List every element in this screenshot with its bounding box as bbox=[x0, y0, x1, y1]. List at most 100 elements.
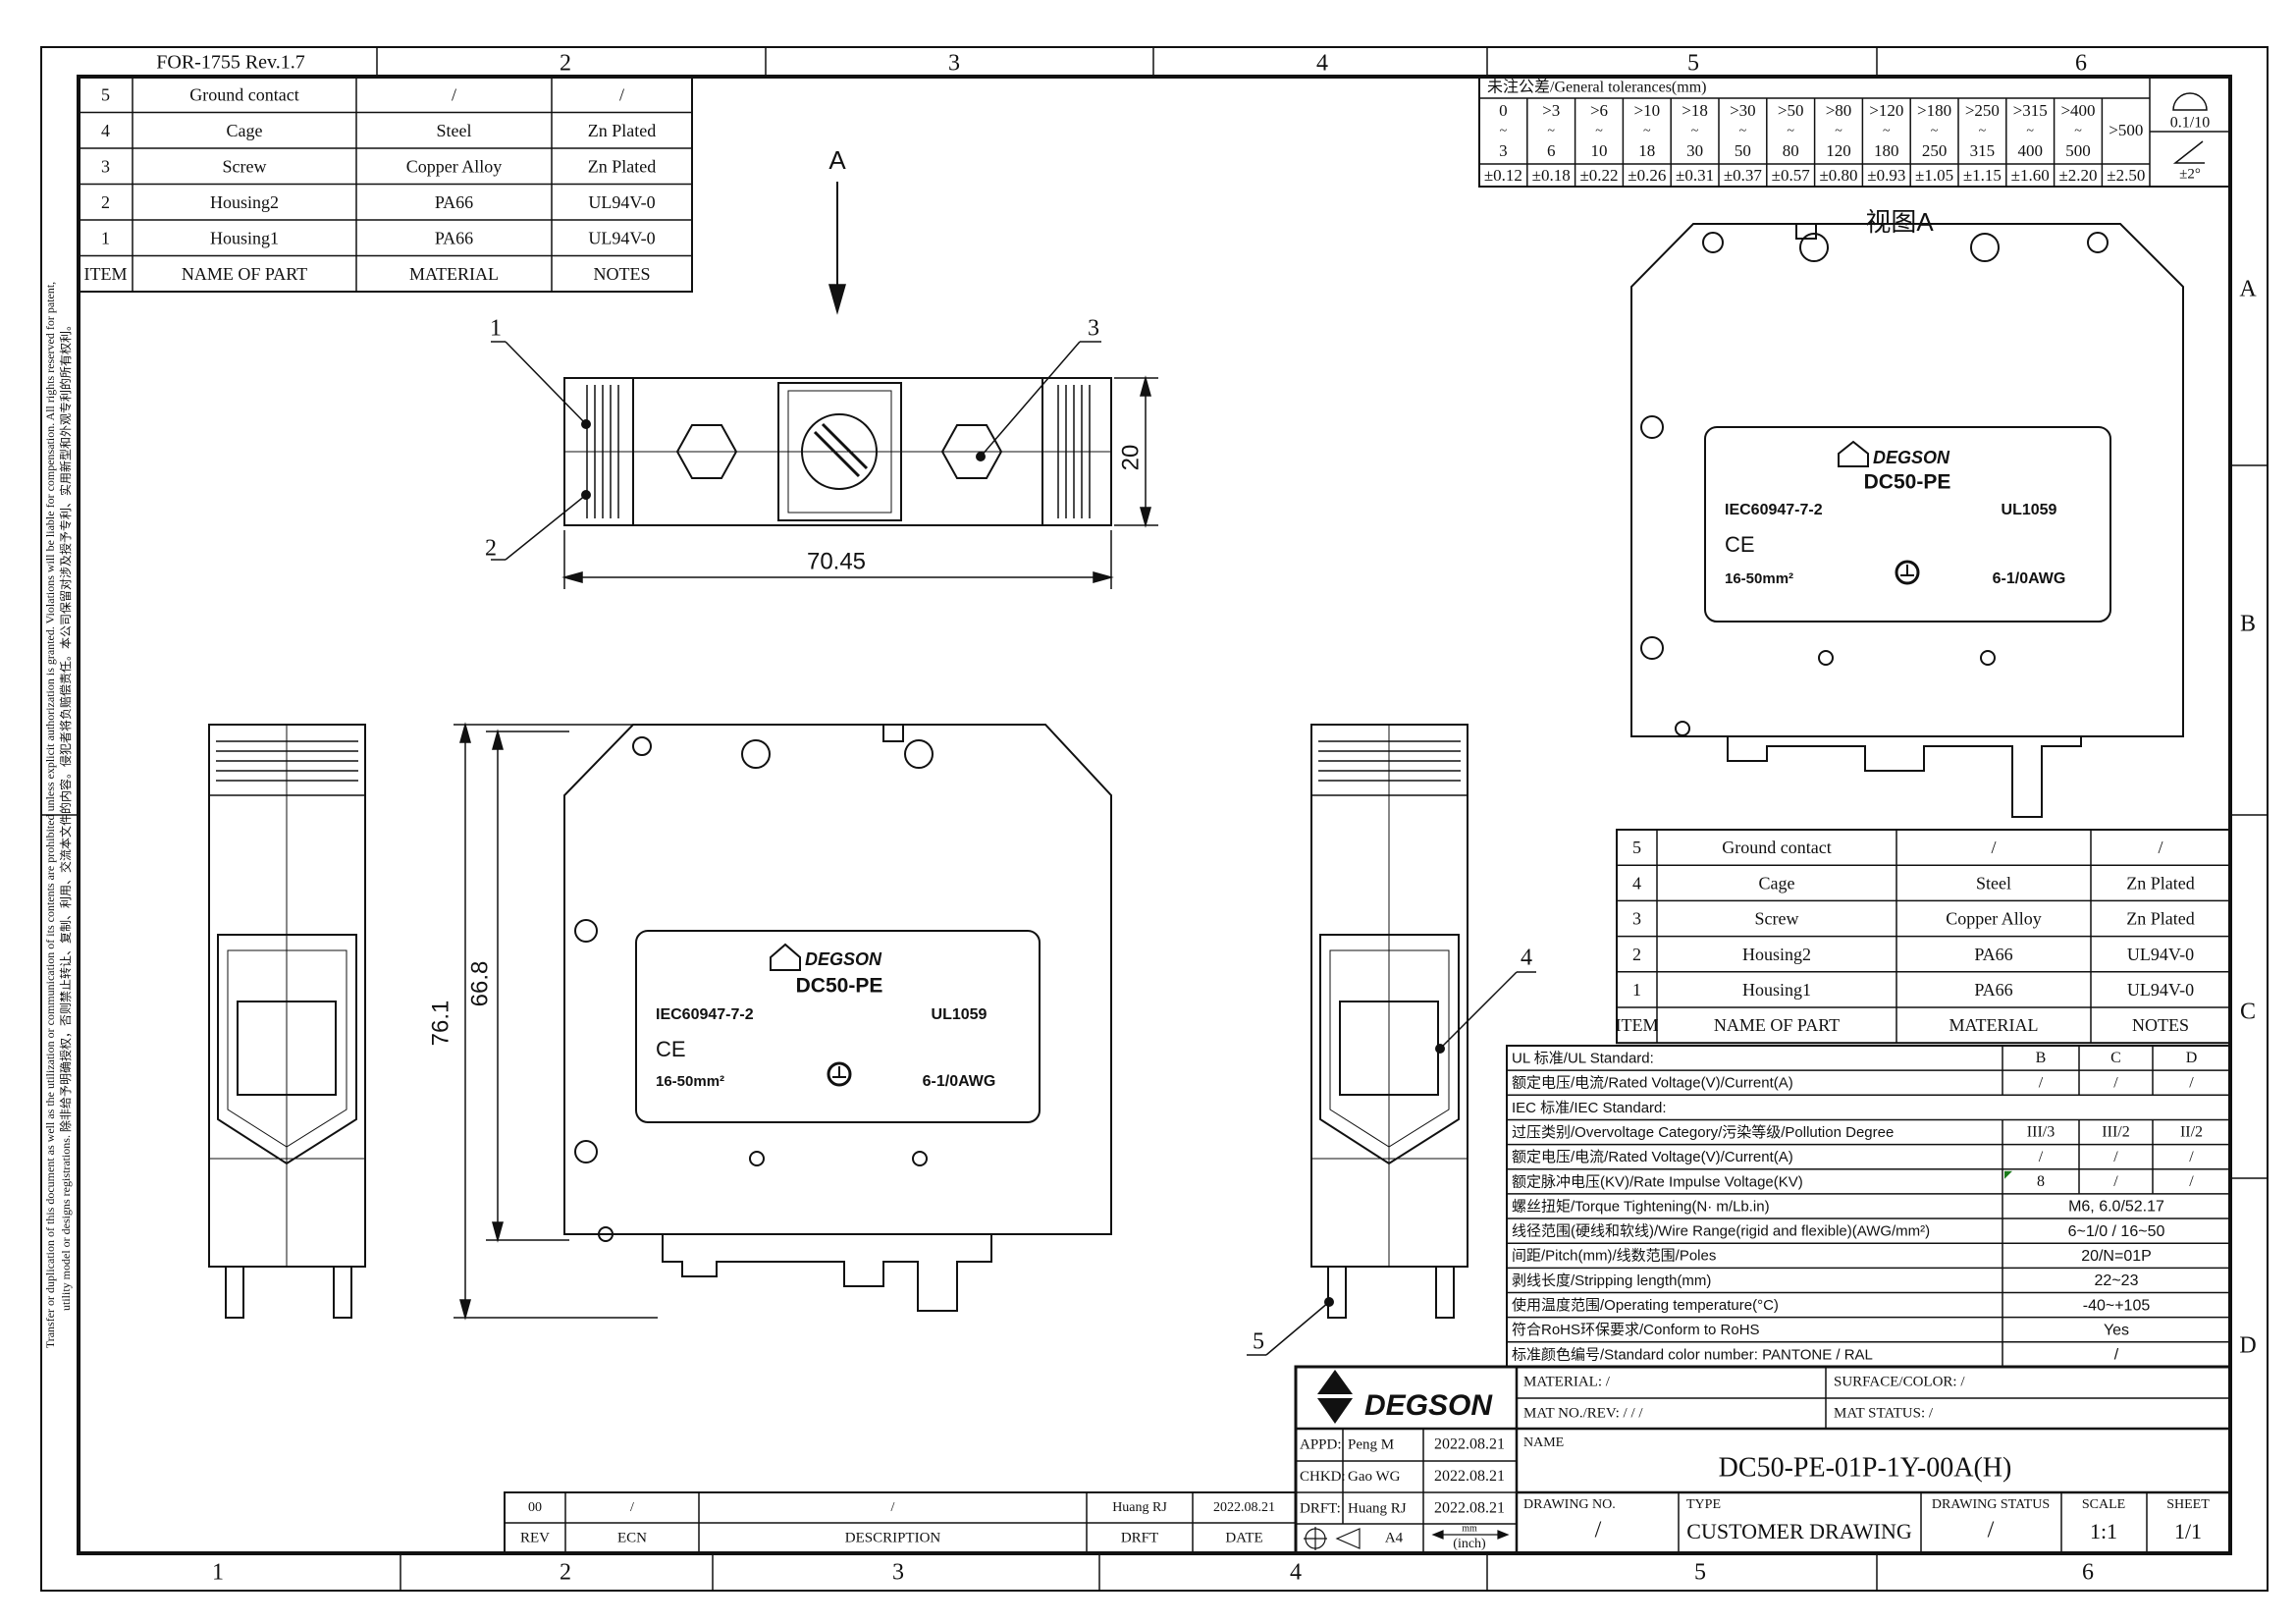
name-label: NAME bbox=[1523, 1435, 1564, 1450]
spec-value: / bbox=[2039, 1149, 2044, 1165]
parts-cell: Housing2 bbox=[210, 192, 279, 212]
dimension-height-total: 76.1 bbox=[427, 1001, 454, 1047]
tolerance-range-from: >3 bbox=[1542, 101, 1560, 120]
revision-header: DESCRIPTION bbox=[845, 1530, 941, 1545]
tolerance-range-sep: ~ bbox=[1979, 124, 1987, 138]
parts-cell: 5 bbox=[101, 84, 110, 104]
parts-cell: 5 bbox=[1632, 838, 1641, 857]
tolerance-value: ±0.57 bbox=[1772, 166, 1811, 185]
plate-iec: IEC60947-7-2 bbox=[1725, 502, 1823, 518]
revision-cell: / bbox=[891, 1500, 895, 1515]
dimension-lines bbox=[454, 182, 1536, 1356]
parts-cell: Copper Alloy bbox=[1946, 909, 2042, 929]
zone-label-bottom: 6 bbox=[2082, 1560, 2094, 1586]
plate-model: DC50-PE bbox=[1864, 471, 1951, 494]
sheet: 1/1 bbox=[2174, 1519, 2202, 1543]
plate-ce: CE bbox=[656, 1037, 686, 1061]
parts-cell: PA66 bbox=[1974, 945, 2012, 964]
tolerance-range-to: 80 bbox=[1783, 141, 1799, 160]
tolerance-range-to: 120 bbox=[1826, 141, 1851, 160]
parts-cell: Steel bbox=[1976, 873, 2011, 893]
surface-color: SURFACE/COLOR: / bbox=[1834, 1374, 1965, 1389]
spec-value: / bbox=[2189, 1173, 2194, 1190]
tolerance-range-to: 500 bbox=[2065, 141, 2091, 160]
drawing-no: / bbox=[1595, 1518, 1602, 1543]
zone-label-top: 5 bbox=[1687, 51, 1699, 77]
revision-cell: 2022.08.21 bbox=[1213, 1500, 1275, 1515]
copyright-notice: Transfer or duplication of this document… bbox=[43, 282, 57, 1348]
tolerance-range-sep: ~ bbox=[1691, 124, 1699, 138]
left-side-view bbox=[208, 724, 366, 1319]
parts-header: ITEM bbox=[1616, 1015, 1659, 1035]
front-view bbox=[563, 724, 1112, 1312]
parts-cell: / bbox=[1991, 838, 1996, 857]
parts-cell: Screw bbox=[223, 156, 267, 176]
revision-header: DRFT bbox=[1121, 1530, 1158, 1545]
tolerance-range-sep: ~ bbox=[1643, 124, 1651, 138]
zone-label-top: 6 bbox=[2075, 51, 2087, 77]
revision-header: ECN bbox=[617, 1530, 647, 1545]
plate-ul: UL1059 bbox=[2002, 502, 2057, 518]
parts-header: MATERIAL bbox=[1949, 1015, 2039, 1035]
dimension-height-body: 66.8 bbox=[466, 961, 493, 1007]
callout-4: 4 bbox=[1521, 946, 1532, 971]
spec-value: / bbox=[2039, 1074, 2044, 1091]
tolerance-range-from: >120 bbox=[1869, 101, 1903, 120]
dimension-width: 70.45 bbox=[807, 548, 866, 574]
spec-value: / bbox=[2189, 1074, 2194, 1091]
tolerance-value: ±0.93 bbox=[1867, 166, 1905, 185]
right-side-view bbox=[1310, 724, 1468, 1319]
spec-label: 使用温度范围/Operating temperature(°C) bbox=[1512, 1297, 1779, 1314]
unit-arrow-icon bbox=[1431, 1530, 1510, 1540]
part-name: DC50-PE-01P-1Y-00A(H) bbox=[1719, 1452, 2012, 1483]
parts-cell: UL94V-0 bbox=[588, 228, 655, 247]
approval-date: 2022.08.21 bbox=[1434, 1436, 1505, 1453]
spec-value: 22~23 bbox=[2095, 1272, 2139, 1289]
parts-cell: UL94V-0 bbox=[2127, 980, 2194, 1000]
tolerance-range-from: >50 bbox=[1778, 101, 1804, 120]
parts-cell: Zn Plated bbox=[2126, 873, 2195, 893]
degson-logo-icon bbox=[1317, 1370, 1353, 1394]
material: MATERIAL: / bbox=[1523, 1374, 1611, 1389]
spec-value: Yes bbox=[2104, 1322, 2129, 1338]
parts-cell: 1 bbox=[1632, 980, 1641, 1000]
tolerance-range-sep: ~ bbox=[1739, 124, 1747, 138]
tolerance-value: ±0.26 bbox=[1628, 166, 1666, 185]
paper-size: A4 bbox=[1385, 1530, 1404, 1545]
parts-cell: Ground contact bbox=[1722, 838, 1831, 857]
zone-label-bottom: 2 bbox=[560, 1560, 571, 1586]
tolerance-value: ±0.80 bbox=[1819, 166, 1857, 185]
tolerance-title: 未注公差/General tolerances(mm) bbox=[1487, 79, 1706, 96]
parts-cell: 2 bbox=[101, 192, 110, 212]
spec-value: 8 bbox=[2037, 1173, 2045, 1190]
tolerance-range-to: 400 bbox=[2017, 141, 2043, 160]
tolerance-range-sep: ~ bbox=[1835, 124, 1842, 138]
parts-cell: PA66 bbox=[435, 228, 473, 247]
plate-model: DC50-PE bbox=[796, 975, 883, 998]
title-block-border bbox=[1294, 1365, 2232, 1555]
parts-cell: Steel bbox=[437, 121, 472, 140]
parts-cell: Zn Plated bbox=[588, 121, 657, 140]
title-logo: DEGSON bbox=[1364, 1389, 1493, 1422]
revision-cell: / bbox=[630, 1500, 634, 1515]
view-a-title: 视图A bbox=[1865, 207, 1934, 237]
plate-mm2: 16-50mm² bbox=[656, 1073, 724, 1090]
approval-name: Peng M bbox=[1348, 1436, 1394, 1452]
approval-role: DRFT: bbox=[1300, 1500, 1341, 1516]
spec-label: 间距/Pitch(mm)/线数范围/Poles bbox=[1512, 1248, 1716, 1265]
tolerance-range-from: >180 bbox=[1917, 101, 1951, 120]
zone-label-right: D bbox=[2239, 1333, 2256, 1359]
zone-label-top: 2 bbox=[560, 51, 571, 77]
tolerance-value: ±2.20 bbox=[2058, 166, 2097, 185]
spec-label: 额定电压/电流/Rated Voltage(V)/Current(A) bbox=[1512, 1149, 1793, 1165]
view-a bbox=[1630, 223, 2184, 818]
tolerance-range-from: >315 bbox=[2013, 101, 2048, 120]
plate-brand: DEGSON bbox=[805, 949, 882, 969]
revision-cell: 00 bbox=[528, 1500, 542, 1515]
parts-cell: 1 bbox=[101, 228, 110, 247]
tolerance-range-to: 18 bbox=[1638, 141, 1655, 160]
plate-iec: IEC60947-7-2 bbox=[656, 1006, 754, 1023]
parts-cell: 3 bbox=[1632, 909, 1641, 929]
zone-label-bottom: 1 bbox=[212, 1560, 224, 1586]
